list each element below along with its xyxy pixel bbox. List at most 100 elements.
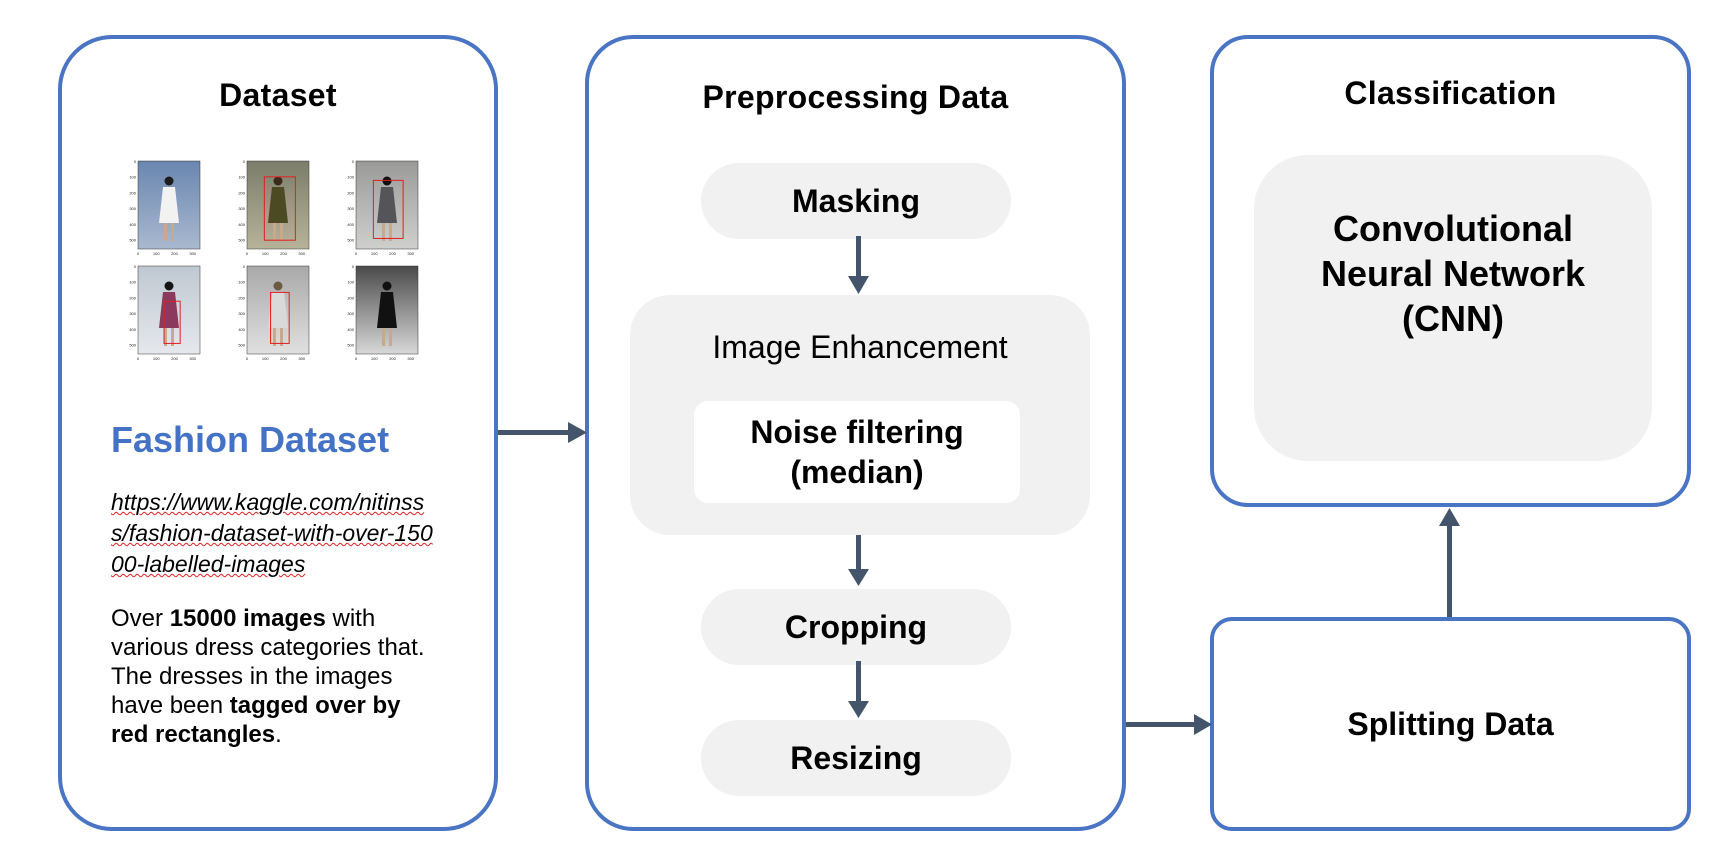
y-tick-label: 100 [347, 175, 354, 180]
y-tick-label: 400 [238, 327, 245, 332]
figure-dress [377, 292, 397, 328]
y-tick-label: 500 [238, 238, 245, 243]
figure-leg [171, 328, 174, 346]
dataset-name: Fashion Dataset [111, 419, 390, 460]
y-tick-label: 0 [134, 264, 137, 269]
x-tick-label: 300 [298, 356, 305, 361]
y-tick-label: 300 [347, 206, 354, 211]
classification-title: Classification [1344, 75, 1557, 111]
y-tick-label: 100 [347, 280, 354, 285]
figure-leg [382, 223, 385, 241]
figure-head [382, 281, 392, 291]
tag-rectangle [372, 179, 404, 239]
arrow-preprocessing-to-splitting-head [1194, 714, 1212, 735]
x-tick-label: 100 [262, 356, 269, 361]
y-tick-label: 200 [129, 190, 136, 195]
y-tick-label: 500 [129, 238, 136, 243]
y-tick-label: 500 [347, 238, 354, 243]
x-tick-label: 100 [153, 251, 160, 256]
x-tick-label: 200 [171, 356, 178, 361]
y-tick-label: 200 [347, 190, 354, 195]
x-tick-label: 300 [298, 251, 305, 256]
figure-leg [389, 328, 392, 346]
y-tick-label: 400 [238, 222, 245, 227]
arrow-splitting-to-classification-head [1439, 508, 1460, 526]
dataset-url: https://www.kaggle.com/nitinsss/fashion-… [111, 487, 441, 580]
tag-rectangle [263, 176, 296, 241]
cnn-line3: (CNN) [1402, 297, 1504, 339]
figure-head [164, 176, 174, 186]
figure-leg [273, 223, 276, 241]
x-tick-label: 300 [189, 356, 196, 361]
y-tick-label: 100 [129, 280, 136, 285]
y-tick-label: 0 [352, 264, 355, 269]
x-tick-label: 100 [262, 251, 269, 256]
y-tick-label: 200 [129, 295, 136, 300]
x-tick-label: 0 [246, 251, 249, 256]
x-tick-label: 0 [355, 251, 358, 256]
x-tick-label: 200 [280, 356, 287, 361]
tag-rectangle [270, 291, 290, 344]
noise-filtering-line2: (median) [790, 454, 924, 490]
arrow-preprocessing-to-splitting [1126, 722, 1196, 727]
splitting-label: Splitting Data [1347, 705, 1554, 742]
desc-pre: Over [111, 605, 170, 632]
figure-leg [273, 328, 276, 346]
y-tick-label: 100 [238, 175, 245, 180]
y-tick-label: 0 [352, 159, 355, 164]
figure-dress [377, 187, 397, 223]
y-tick-label: 300 [238, 311, 245, 316]
splitting-panel: Splitting Data [1210, 617, 1691, 831]
y-tick-label: 300 [238, 206, 245, 211]
classification-panel: Classification Convolutional Neural Netw… [1210, 35, 1691, 507]
x-tick-label: 300 [407, 356, 414, 361]
cropping-step: Cropping [701, 589, 1011, 665]
cnn-line2: Neural Network [1320, 252, 1586, 294]
dataset-description: Over 15000 images with various dress cat… [111, 604, 441, 749]
figure-head [273, 281, 283, 291]
x-tick-label: 100 [371, 251, 378, 256]
figure-dress [268, 187, 288, 223]
thumbnail-grid: 0 100 200 300 400 500 0 100 200 300 0 100 200 300 400 5… [124, 157, 454, 407]
y-tick-label: 400 [347, 222, 354, 227]
figure-head [382, 176, 392, 186]
desc-bold-images: 15000 images [169, 605, 326, 632]
x-tick-label: 200 [280, 251, 287, 256]
image-enhancement-box: Image Enhancement Noise filtering (media… [630, 295, 1090, 535]
x-tick-label: 0 [137, 251, 140, 256]
noise-filtering-line1: Noise filtering [750, 414, 964, 450]
figure-dress [159, 187, 179, 223]
cnn-model-box: Convolutional Neural Network (CNN) [1254, 155, 1652, 461]
preprocessing-panel: Preprocessing Data Masking Image Enhance… [585, 35, 1126, 831]
x-tick-label: 0 [137, 356, 140, 361]
y-tick-label: 400 [129, 222, 136, 227]
figure-leg [171, 223, 174, 241]
dataset-title: Dataset [219, 77, 337, 113]
figure-dress [268, 292, 288, 328]
figure-head [164, 281, 174, 291]
arrow-cropping-to-resizing [856, 661, 861, 703]
arrow-masking-to-enhancement [856, 236, 861, 278]
desc-mid: with various dress categories that. The … [111, 605, 425, 719]
x-tick-label: 300 [189, 251, 196, 256]
desc-bold-tagged: tagged over by red rectangles [111, 692, 401, 748]
y-tick-label: 100 [238, 280, 245, 285]
x-tick-label: 100 [153, 356, 160, 361]
figure-head [273, 176, 283, 186]
x-tick-label: 300 [407, 251, 414, 256]
dataset-url-line2: ss/fashion-dataset-with-over-15000-label… [111, 489, 433, 577]
arrow-dataset-to-preprocessing-head [568, 422, 587, 443]
y-tick-label: 200 [238, 295, 245, 300]
y-tick-label: 200 [238, 190, 245, 195]
y-tick-label: 200 [347, 295, 354, 300]
noise-filtering-step: Noise filtering (median) [694, 401, 1020, 503]
cnn-line1: Convolutional [1333, 207, 1573, 249]
dataset-url-line1: https://www.kaggle.com/nitins [111, 489, 413, 515]
